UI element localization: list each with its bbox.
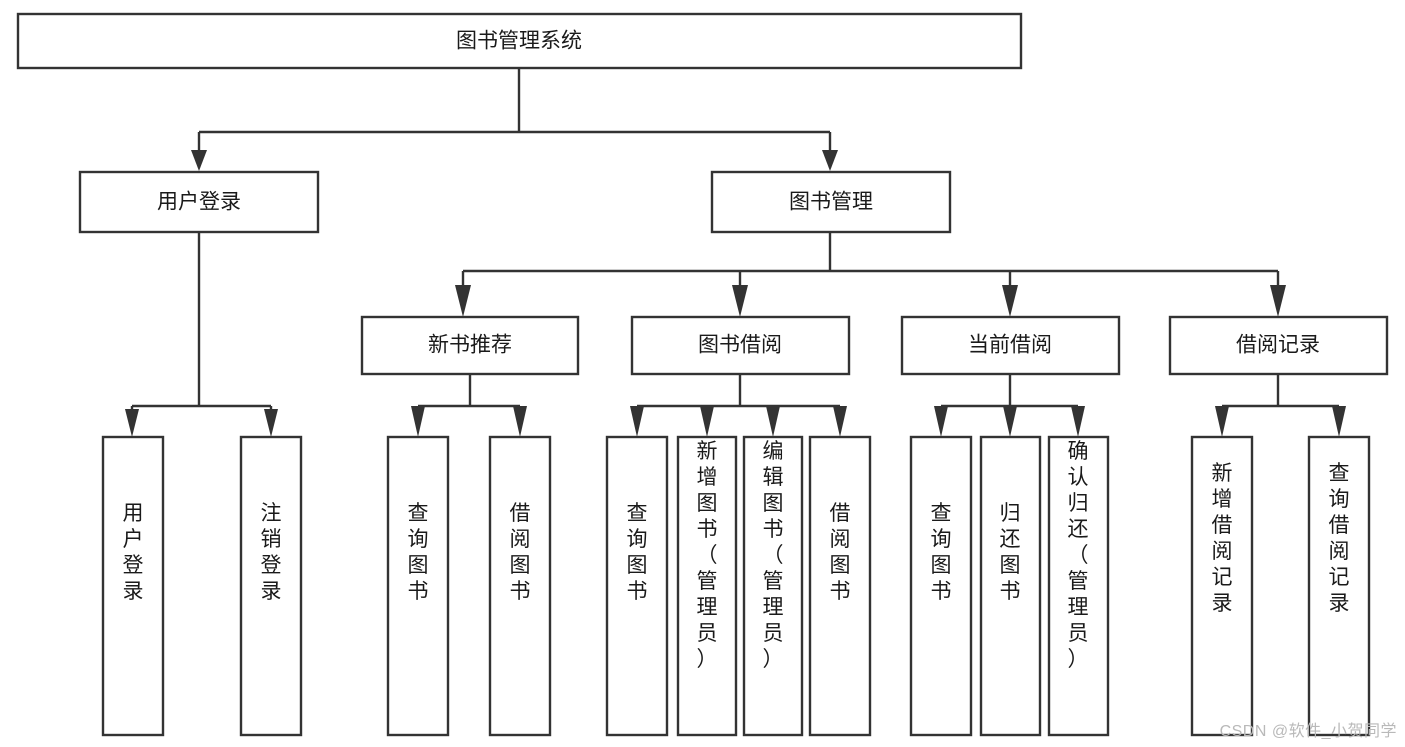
- leaf-query-book-3-label: 查询图书: [931, 502, 952, 603]
- leaf-query-book-2-label: 查询图书: [627, 502, 648, 603]
- leaf-add-record-box[interactable]: [1190, 435, 1254, 737]
- node-book-manage-label: 图书管理: [789, 191, 873, 214]
- csdn-watermark: CSDN @软件_小贺同学: [1219, 723, 1397, 740]
- arrow-head-leaf-add-book: [700, 406, 714, 437]
- node-current-borrow[interactable]: 当前借阅: [900, 315, 1121, 376]
- leaf-query-record-box[interactable]: [1307, 435, 1371, 737]
- arrow-head-leaf-query-record: [1332, 406, 1346, 437]
- leaf-borrow-book-1[interactable]: 借阅图书: [488, 435, 552, 737]
- arrow-head-leaf-query-book-1: [411, 406, 425, 437]
- node-borrow-record[interactable]: 借阅记录: [1168, 315, 1389, 376]
- leaf-query-book-2[interactable]: 查询图书: [605, 435, 669, 737]
- arrow-head-leaf-logout-login: [264, 409, 278, 437]
- leaf-user-login-box[interactable]: [101, 435, 165, 737]
- arrow-head-leaf-add-record: [1215, 406, 1229, 437]
- leaf-confirm-return[interactable]: 确认归还（管理员）: [1047, 435, 1110, 737]
- leaf-add-book-label: 新增图书（管理员）: [697, 440, 718, 671]
- leaf-add-record[interactable]: 新增借阅记录: [1190, 435, 1254, 737]
- node-user-login[interactable]: 用户登录: [78, 170, 320, 234]
- leaf-return-book-label: 归还图书: [1000, 502, 1021, 603]
- leaf-add-record-label: 新增借阅记录: [1212, 462, 1233, 615]
- leaf-borrow-book-1-label: 借阅图书: [510, 502, 531, 603]
- node-new-book-rec[interactable]: 新书推荐: [360, 315, 580, 376]
- arrow-head-leaf-borrow-book-1: [513, 406, 527, 437]
- node-book-manage-box[interactable]: [710, 170, 952, 234]
- node-root[interactable]: 图书管理系统: [16, 12, 1023, 70]
- arrow-head-current-borrow: [1002, 285, 1018, 317]
- node-current-borrow-box[interactable]: [900, 315, 1121, 376]
- arrow-head-new-book-rec: [455, 285, 471, 317]
- node-book-manage[interactable]: 图书管理: [710, 170, 952, 234]
- leaf-edit-book-label: 编辑图书（管理员）: [763, 440, 784, 671]
- leaf-query-book-3-box[interactable]: [909, 435, 973, 737]
- node-book-borrow[interactable]: 图书借阅: [630, 315, 851, 376]
- leaf-query-record-label: 查询借阅记录: [1329, 462, 1350, 615]
- node-root-label: 图书管理系统: [456, 30, 582, 53]
- arrow-head-book-manage: [822, 150, 838, 171]
- node-current-borrow-label: 当前借阅: [968, 334, 1052, 357]
- leaf-add-book[interactable]: 新增图书（管理员）: [676, 435, 738, 737]
- arrow-head-leaf-return-book: [1003, 406, 1017, 437]
- leaf-query-book-1-box[interactable]: [386, 435, 450, 737]
- leaf-logout-login[interactable]: 注销登录: [239, 435, 303, 737]
- arrow-head-book-borrow: [732, 285, 748, 317]
- leaf-return-book[interactable]: 归还图书: [979, 435, 1042, 737]
- node-new-book-rec-box[interactable]: [360, 315, 580, 376]
- leaf-logout-login-label: 注销登录: [261, 502, 282, 603]
- arrow-head-user-login: [191, 150, 207, 171]
- arrow-head-leaf-edit-book: [766, 406, 780, 437]
- arrow-head-leaf-confirm-return: [1071, 406, 1085, 437]
- arrow-head-borrow-record: [1270, 285, 1286, 317]
- leaf-query-book-3[interactable]: 查询图书: [909, 435, 973, 737]
- node-root-box[interactable]: [16, 12, 1023, 70]
- leaf-query-record[interactable]: 查询借阅记录: [1307, 435, 1371, 737]
- leaf-borrow-book-2[interactable]: 借阅图书: [808, 435, 872, 737]
- leaf-edit-book-box[interactable]: [742, 435, 804, 737]
- leaf-borrow-book-2-label: 借阅图书: [830, 502, 851, 603]
- leaf-add-book-box[interactable]: [676, 435, 738, 737]
- connector-layer: [125, 68, 1346, 437]
- arrow-head-leaf-user-login: [125, 409, 139, 437]
- arrow-head-leaf-query-book-3: [934, 406, 948, 437]
- leaf-confirm-return-label: 确认归还（管理员）: [1068, 440, 1089, 671]
- leaf-user-login-label: 用户登录: [123, 502, 144, 603]
- node-user-login-box[interactable]: [78, 170, 320, 234]
- node-user-login-label: 用户登录: [157, 191, 241, 214]
- leaf-borrow-book-1-box[interactable]: [488, 435, 552, 737]
- leaf-edit-book[interactable]: 编辑图书（管理员）: [742, 435, 804, 737]
- leaf-borrow-book-2-box[interactable]: [808, 435, 872, 737]
- leaf-return-book-box[interactable]: [979, 435, 1042, 737]
- leaf-confirm-return-box[interactable]: [1047, 435, 1110, 737]
- node-book-borrow-box[interactable]: [630, 315, 851, 376]
- node-borrow-record-box[interactable]: [1168, 315, 1389, 376]
- arrow-head-leaf-borrow-book-2: [833, 406, 847, 437]
- leaf-user-login[interactable]: 用户登录: [101, 435, 165, 737]
- leaf-query-book-2-box[interactable]: [605, 435, 669, 737]
- leaf-query-book-1[interactable]: 查询图书: [386, 435, 450, 737]
- node-borrow-record-label: 借阅记录: [1236, 334, 1320, 357]
- node-new-book-rec-label: 新书推荐: [428, 334, 512, 357]
- leaf-logout-login-box[interactable]: [239, 435, 303, 737]
- arrow-head-leaf-query-book-2: [630, 406, 644, 437]
- leaf-query-book-1-label: 查询图书: [408, 502, 429, 603]
- node-book-borrow-label: 图书借阅: [698, 334, 782, 357]
